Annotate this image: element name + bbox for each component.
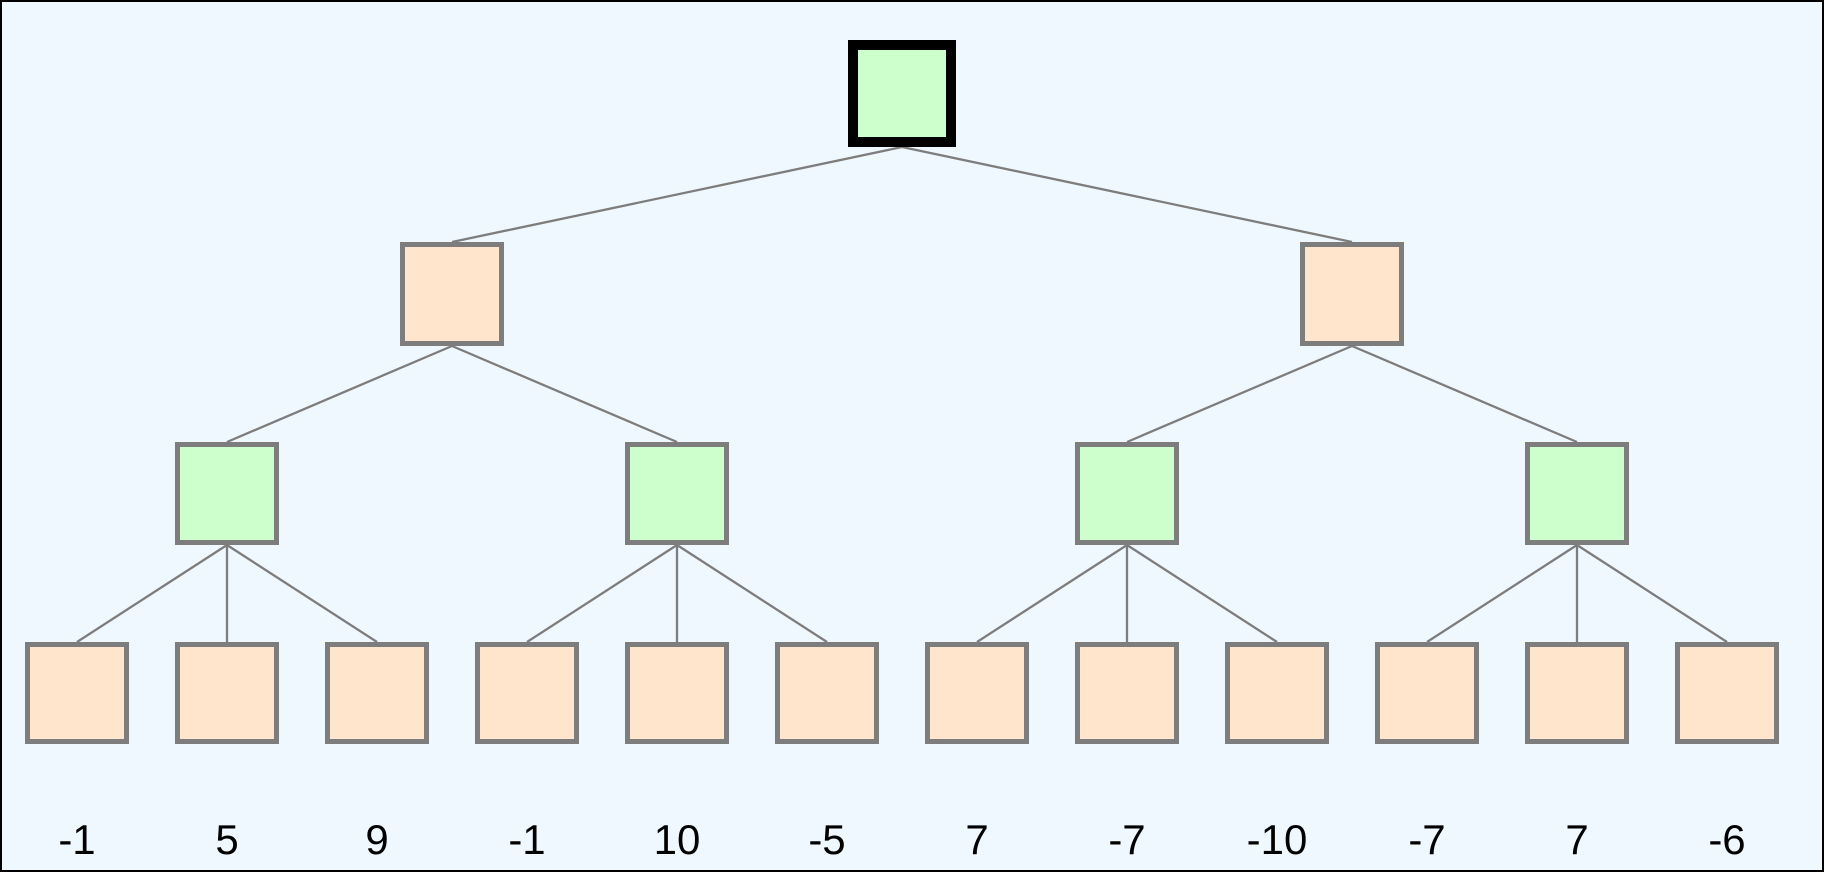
tree-edge xyxy=(1351,344,1578,444)
leaf-value-3: -1 xyxy=(508,816,546,863)
tree-edge xyxy=(76,544,228,643)
leaf-value-0: -1 xyxy=(58,816,96,863)
tree-node-leaves-7[interactable] xyxy=(1075,642,1179,744)
tree-edge xyxy=(1426,544,1578,643)
tree-node-leaves-6[interactable] xyxy=(925,642,1029,744)
tree-edge xyxy=(1576,544,1728,643)
tree-edge xyxy=(451,145,903,244)
tree-node-leaves-1[interactable] xyxy=(175,642,279,744)
leaf-value-11: -6 xyxy=(1708,816,1746,863)
tree-node-leaves-3[interactable] xyxy=(475,642,579,744)
leaf-value-1: 5 xyxy=(215,816,239,863)
tree-edge xyxy=(1126,544,1278,643)
tree-node-level-2-3[interactable] xyxy=(1525,442,1629,545)
tree-node-leaves-2[interactable] xyxy=(325,642,429,744)
leaf-value-4: 10 xyxy=(653,816,701,863)
tree-node-leaves-4[interactable] xyxy=(625,642,729,744)
leaf-value-5: -5 xyxy=(808,816,846,863)
tree-node-level-1-1[interactable] xyxy=(1300,242,1404,346)
tree-node-leaves-5[interactable] xyxy=(775,642,879,744)
tree-node-level-1-0[interactable] xyxy=(400,242,504,346)
tree-node-level-2-1[interactable] xyxy=(625,442,729,545)
tree-edge xyxy=(526,544,678,643)
tree-edge xyxy=(451,344,678,444)
tree-node-leaves-11[interactable] xyxy=(1675,642,1779,744)
leaf-value-8: -10 xyxy=(1246,816,1308,863)
leaf-value-2: 9 xyxy=(365,816,389,863)
tree-node-leaves-9[interactable] xyxy=(1375,642,1479,744)
tree-node-level-2-0[interactable] xyxy=(175,442,279,545)
tree-edge xyxy=(1126,344,1353,444)
leaf-value-10: 7 xyxy=(1565,816,1589,863)
tree-node-root[interactable] xyxy=(848,40,956,147)
tree-edge xyxy=(901,145,1353,244)
leaf-value-9: -7 xyxy=(1408,816,1446,863)
tree-edge xyxy=(226,544,378,643)
leaf-value-7: -7 xyxy=(1108,816,1146,863)
tree-node-leaves-0[interactable] xyxy=(25,642,129,744)
tree-node-level-2-2[interactable] xyxy=(1075,442,1179,545)
tree-edge xyxy=(226,344,453,444)
leaf-value-6: 7 xyxy=(965,816,989,863)
tree-node-leaves-10[interactable] xyxy=(1525,642,1629,744)
tree-edge xyxy=(676,544,828,643)
tree-edge xyxy=(976,544,1128,643)
tree-node-leaves-8[interactable] xyxy=(1225,642,1329,744)
